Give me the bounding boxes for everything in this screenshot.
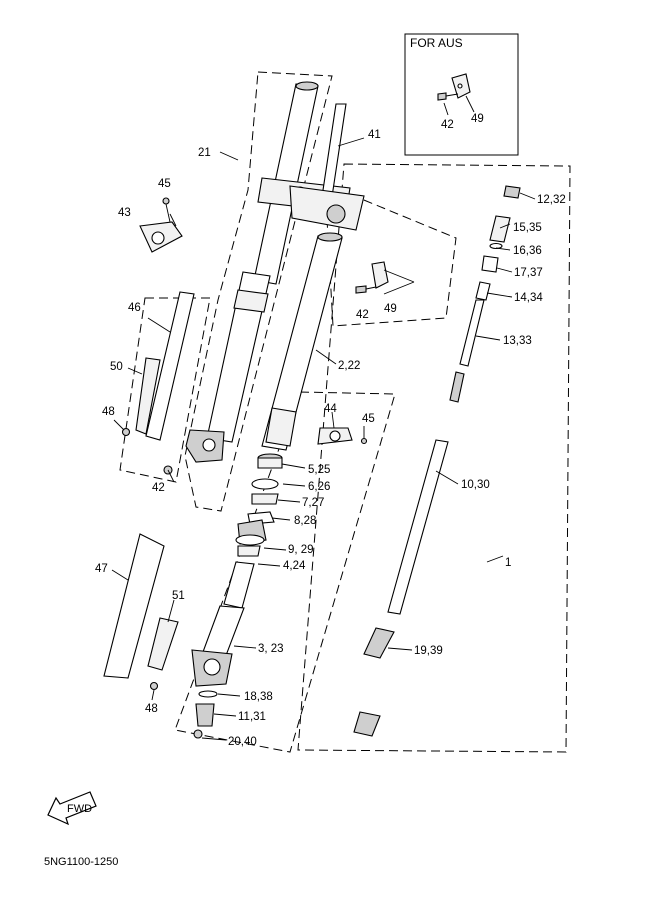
fork-guard-lower [103,533,179,691]
callout-14-34: 14,34 [514,292,543,304]
callout-5-25: 5,25 [308,464,330,476]
callout-2-22: 2,22 [338,360,360,372]
callout-47: 47 [95,563,108,575]
callout-6-26: 6,26 [308,481,330,493]
inset-label-49: 49 [471,113,484,125]
callout-12-32: 12,32 [537,194,566,206]
callout-49: 49 [384,303,397,315]
callout-43: 43 [118,207,131,219]
clamp-44 [317,427,368,445]
bracket-49 [355,261,415,295]
callout-50: 50 [110,361,123,373]
leader-lines [111,137,536,741]
callout-1: 1 [505,557,511,569]
callout-46: 46 [128,302,141,314]
callout-45a: 45 [158,178,171,190]
callout-48a: 48 [102,406,115,418]
callout-45b: 45 [362,413,375,425]
callout-11-31: 11,31 [238,711,266,723]
callout-21: 21 [198,147,211,159]
inset-title: FOR AUS [410,36,463,50]
callout-17-37: 17,37 [514,267,543,279]
seal-stack [235,453,283,557]
callout-42a: 42 [356,309,369,321]
fork-guard-upper [121,291,195,483]
clamp-43 [139,197,183,253]
callout-3-23: 3, 23 [258,643,284,655]
callout-15-35: 15,35 [513,222,542,234]
inner-tube-spring [353,185,521,737]
callout-19-39: 19,39 [414,645,443,657]
callout-8-28: 8,28 [294,515,316,527]
callout-9-29: 9, 29 [288,544,314,556]
inset-label-42: 42 [441,119,454,131]
fwd-arrow-icon: FWD [47,791,97,826]
callout-41: 41 [368,129,381,141]
outer-tube [261,232,343,451]
callout-48b: 48 [145,703,158,715]
callout-labels: 21 41 45 43 46 50 48 42 42 49 2,22 44 45… [95,129,566,748]
callout-7-27: 7,27 [302,497,324,509]
callout-18-38: 18,38 [244,691,273,703]
steering-stem [289,103,365,231]
diagram-code: 5NG1100-1250 [44,856,118,868]
fwd-label: FWD [67,803,92,815]
callout-10-30: 10,30 [461,479,490,491]
inset-for-aus: FOR AUS 42 49 [404,33,519,156]
callout-4-24: 4,24 [283,560,306,572]
fork-lower-parts [191,561,255,739]
callout-20-40: 20,40 [228,736,257,748]
callout-51: 51 [172,590,185,602]
group-outlines [119,71,571,753]
callout-13-33: 13,33 [503,335,532,347]
callout-44: 44 [324,403,337,415]
callout-42b: 42 [152,482,165,494]
callout-16-36: 16,36 [513,245,542,257]
